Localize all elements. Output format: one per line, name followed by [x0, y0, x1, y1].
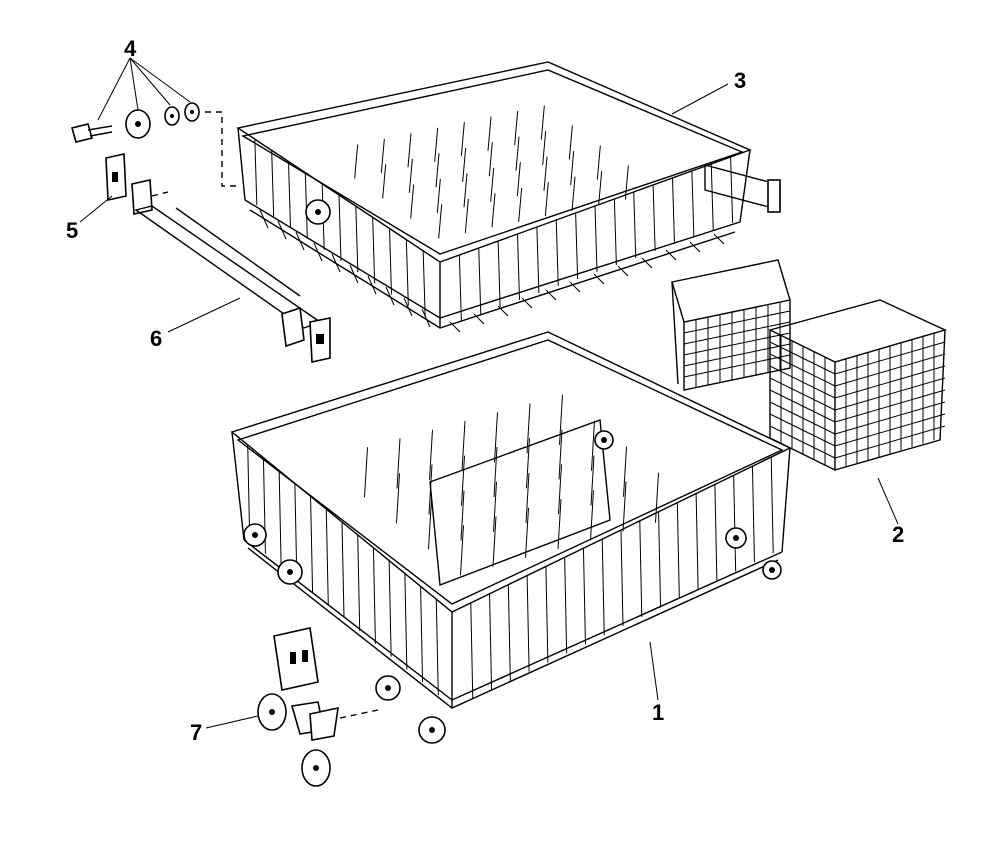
part-4-hardware: [71, 102, 236, 187]
callout-2: 2: [892, 522, 904, 547]
callout-7: 7: [190, 720, 202, 745]
part-5-clip: [105, 153, 169, 215]
lower-rack: [230, 331, 792, 744]
callout-4: 4: [124, 36, 137, 61]
part-7-wheel-assembly: [257, 627, 379, 787]
silverware-basket: [671, 259, 947, 472]
callout-5: 5: [66, 218, 78, 243]
callout-1: 1: [652, 700, 664, 725]
callout-leaders: [79, 57, 899, 729]
upper-rack: [236, 61, 781, 333]
part-6-rail: [134, 205, 331, 363]
callout-6: 6: [150, 326, 162, 351]
lower-rack-wheels: [243, 430, 782, 744]
callout-3: 3: [734, 68, 746, 93]
